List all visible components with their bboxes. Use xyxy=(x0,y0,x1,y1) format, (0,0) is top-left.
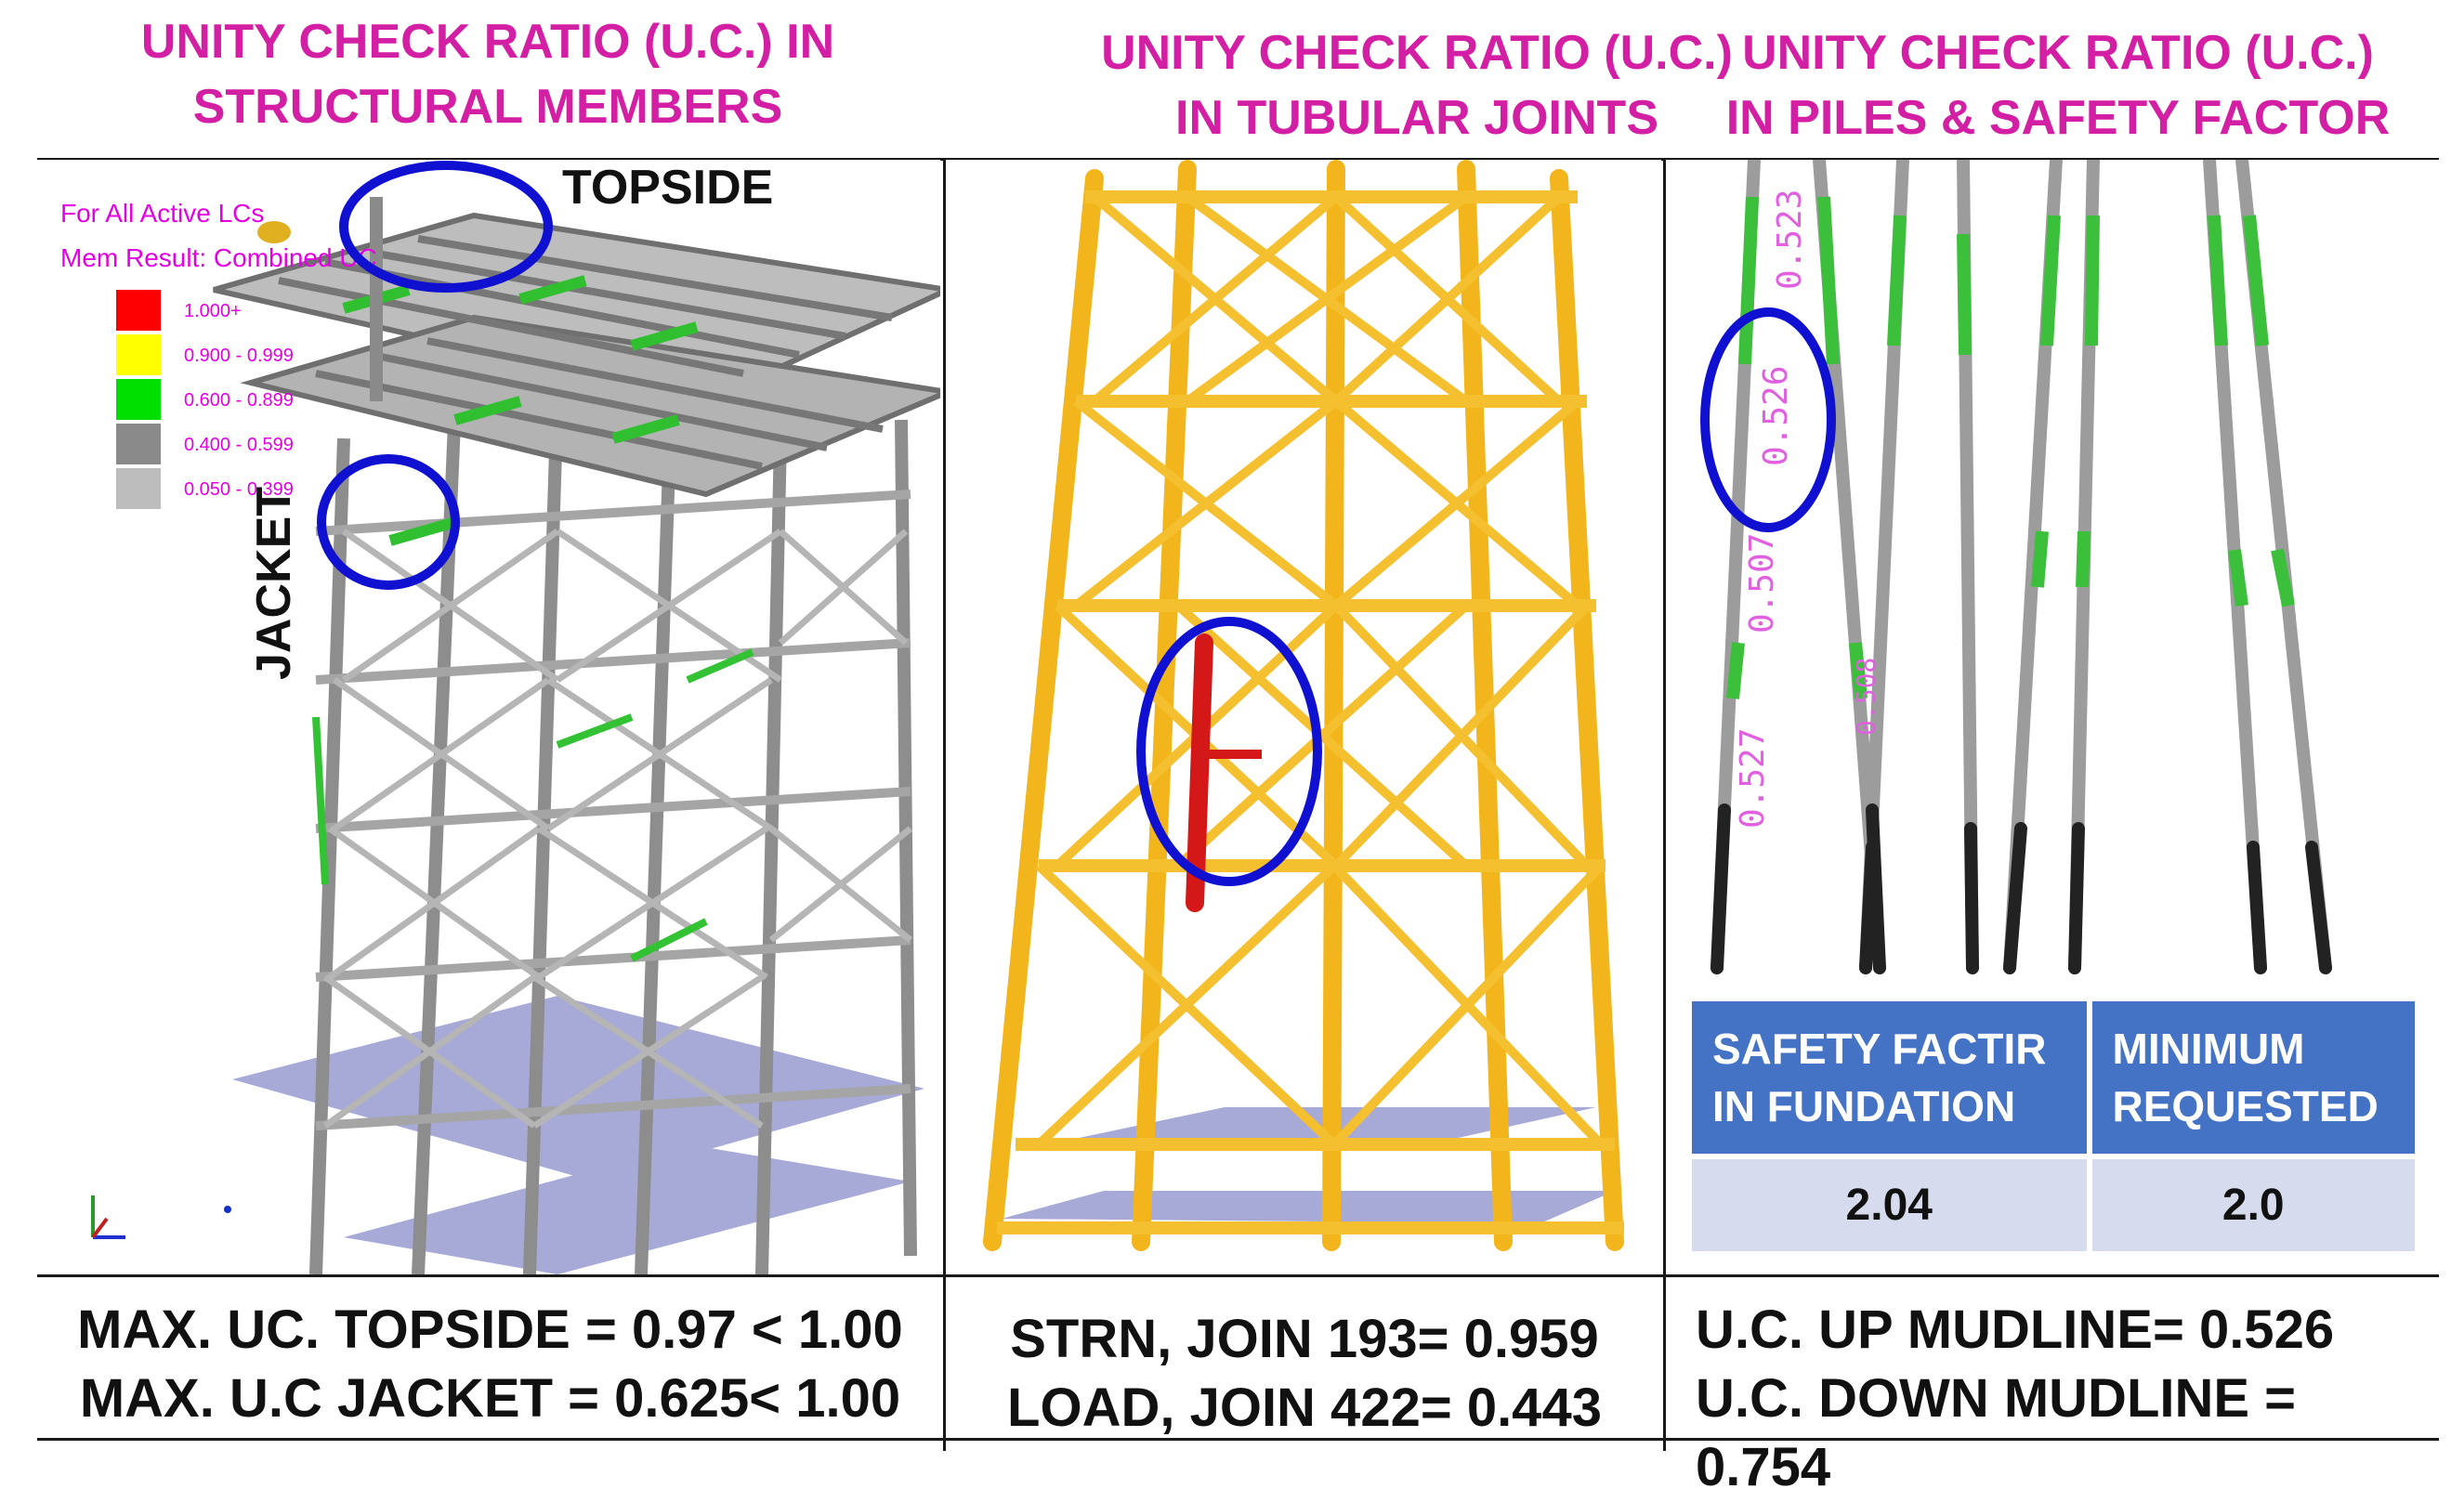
safety-factor-table: SAFETY FACTIR IN FUNDATION MINIMUM REQUE… xyxy=(1686,996,2420,1257)
legend-label-1: 1.000+ xyxy=(184,301,242,321)
highlight-circle-jacket xyxy=(317,454,460,590)
legend-label-2: 0.900 - 0.999 xyxy=(184,346,294,366)
legend-title-mem-result: Mem Result: Combined UC xyxy=(60,243,377,272)
legend-label-5: 0.050 - 0.399 xyxy=(184,479,294,500)
jacket-model-view xyxy=(983,160,1624,1251)
highlight-circles-left xyxy=(317,161,553,590)
table-row: 2.04 2.0 xyxy=(1692,1159,2415,1251)
summary-piles: U.C. UP MUDLINE= 0.526 U.C. DOWN MUDLINE… xyxy=(1696,1300,2335,1497)
topside-label: TOPSIDE xyxy=(562,161,774,215)
table-header-row: SAFETY FACTIR IN FUNDATION MINIMUM REQUE… xyxy=(1692,1001,2415,1154)
legend-swatch-red xyxy=(116,290,161,331)
summary-tubular-joints: STRN, JOIN 193= 0.959 LOAD, JOIN 422= 0.… xyxy=(1007,1309,1602,1438)
legend-label-3: 0.600 - 0.899 xyxy=(184,390,294,411)
minimum-requested-value: 2.0 xyxy=(2091,1159,2415,1251)
pile-label-0523: 0.523 xyxy=(1771,189,1809,290)
highlight-circle-joint xyxy=(1136,617,1322,886)
pile-label-0508: 0.508 xyxy=(1851,658,1881,736)
structural-members-panel: For All Active LCs Mem Result: Combined … xyxy=(37,160,940,1274)
col-minimum-requested-header: MINIMUM REQUESTED xyxy=(2091,1001,2415,1154)
divider-right xyxy=(1663,160,1666,1451)
summary-structural-members: MAX. UC. TOPSIDE = 0.97 < 1.00 MAX. U.C … xyxy=(77,1300,903,1429)
legend-swatch-yellow xyxy=(116,334,161,375)
legend-label-4: 0.400 - 0.599 xyxy=(184,435,294,455)
bottom-divider xyxy=(37,1438,2439,1441)
safety-factor-value: 2.04 xyxy=(1692,1159,2087,1251)
middle-divider xyxy=(37,1274,2439,1277)
legend-swatch-dark-gray xyxy=(116,424,161,464)
header-piles-safety-factor: UNITY CHECK RATIO (U.C.) IN PILES & SAFE… xyxy=(1725,26,2391,145)
pile-label-0526: 0.526 xyxy=(1757,366,1795,466)
highlight-circle-pile xyxy=(1700,307,1836,532)
divider-left xyxy=(943,160,946,1451)
piles-model-view: 0.523 0.526 0.507 0.508 0.527 xyxy=(1700,160,2332,974)
legend-swatch-light-gray xyxy=(116,468,161,509)
legend-swatch-green xyxy=(116,379,161,420)
top-divider xyxy=(37,158,2439,161)
header-tubular-joints: UNITY CHECK RATIO (U.C.) IN TUBULAR JOIN… xyxy=(1101,26,1733,145)
col-safety-factor-header: SAFETY FACTIR IN FUNDATION xyxy=(1692,1001,2087,1154)
pile-label-0527: 0.527 xyxy=(1734,728,1772,829)
pile-label-0507: 0.507 xyxy=(1743,533,1781,633)
header-structural-members: UNITY CHECK RATIO (U.C.) IN STRUCTURAL M… xyxy=(140,15,835,134)
structural-model-view xyxy=(91,197,940,1274)
highlight-circle-topside xyxy=(339,161,553,293)
legend-title-active-lcs: For All Active LCs xyxy=(60,199,265,228)
tubular-joints-panel xyxy=(946,160,1661,1274)
